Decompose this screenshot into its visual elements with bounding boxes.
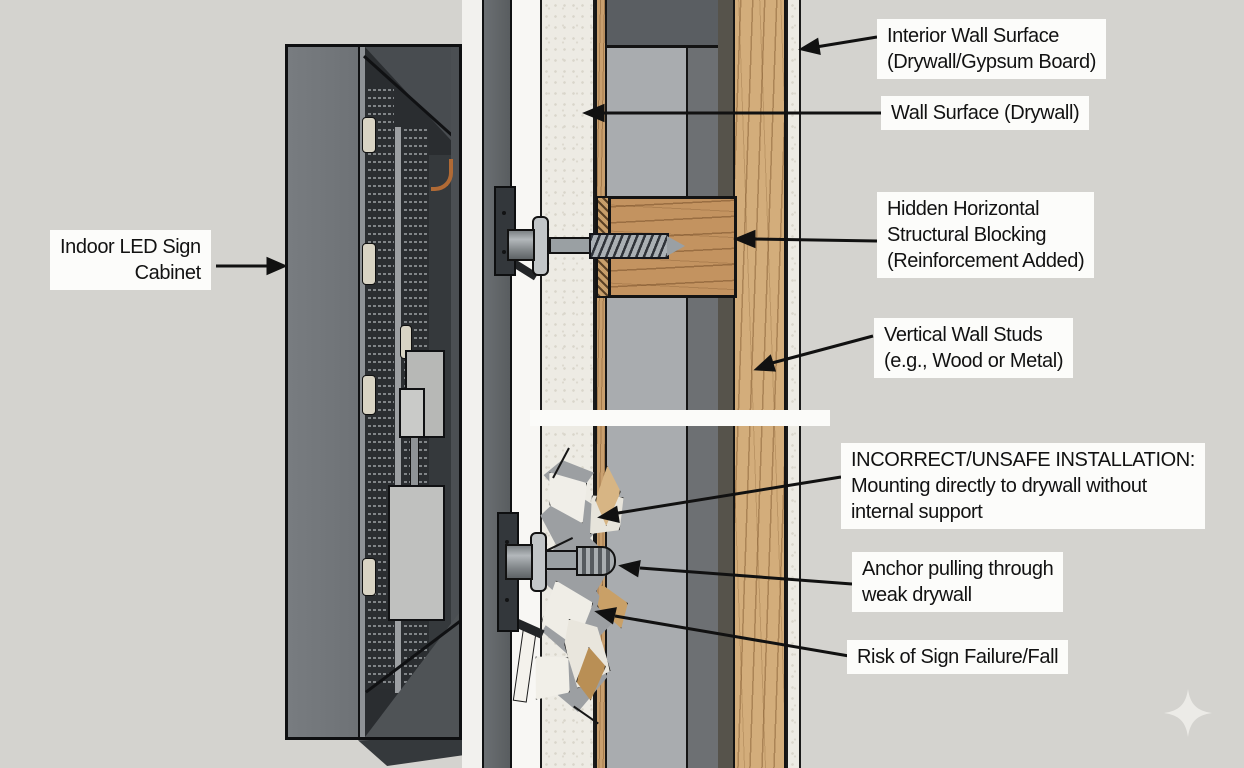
label-risk-of-sign-failure: Risk of Sign Failure/Fall: [847, 640, 1069, 674]
bracket-bolt-hole: [505, 598, 509, 602]
lag-screw-head: [507, 229, 535, 261]
led-sign-cabinet: [285, 44, 462, 740]
wall-cavity-shaded-side: [686, 0, 718, 768]
mounting-rail-band: [482, 0, 512, 768]
wiring-connector: [362, 243, 376, 285]
cabinet-inner-frame: [451, 47, 459, 737]
drywall-right-layer: [786, 0, 801, 768]
interior-wall-arrow: [798, 35, 878, 55]
bracket-bolt-hole: [505, 540, 509, 544]
cabinet-side-panel: [288, 47, 360, 737]
cavity-top-shadow: [607, 0, 718, 46]
blocking-arrow: [733, 229, 878, 249]
studs-arrow: [753, 334, 874, 372]
gap-white-sliver: [462, 0, 482, 768]
wall-cavity: [607, 0, 686, 768]
cavity-top-edge: [607, 45, 718, 48]
wiring-connector: [362, 558, 376, 596]
anchor-bolt-head: [505, 544, 533, 580]
wiring-connector: [362, 117, 376, 153]
risk-arrow: [594, 607, 850, 658]
label-wall-surface-drywall: Wall Surface (Drywall): [881, 96, 1090, 130]
bracket-bolt-hole: [502, 250, 506, 254]
orange-wire: [431, 159, 453, 191]
label-indoor-led-sign-cabinet: Indoor LED Sign Cabinet: [50, 230, 211, 290]
bracket-bolt-hole: [502, 211, 506, 215]
wall-surface-arrow: [582, 103, 881, 123]
label-interior-wall-surface: Interior Wall Surface (Drywall/Gypsum Bo…: [877, 19, 1107, 79]
section-divider-bar: [530, 410, 830, 426]
sparkle-icon: [1164, 689, 1212, 737]
label-hidden-structural-blocking: Hidden Horizontal Structural Blocking (R…: [877, 192, 1095, 278]
incorrect-arrow: [597, 475, 842, 523]
label-vertical-wall-studs: Vertical Wall Studs (e.g., Wood or Metal…: [874, 318, 1074, 378]
label-incorrect-installation: INCORRECT/UNSAFE INSTALLATION: Mounting …: [841, 443, 1205, 529]
vertical-rail: [395, 127, 401, 693]
drywall-anchor-body: [576, 546, 616, 576]
cabinet-arrow: [216, 256, 288, 276]
wiring-connector: [362, 375, 376, 415]
label-anchor-pulling-through: Anchor pulling through weak drywall: [852, 552, 1064, 612]
anchor-arrow: [618, 560, 853, 586]
